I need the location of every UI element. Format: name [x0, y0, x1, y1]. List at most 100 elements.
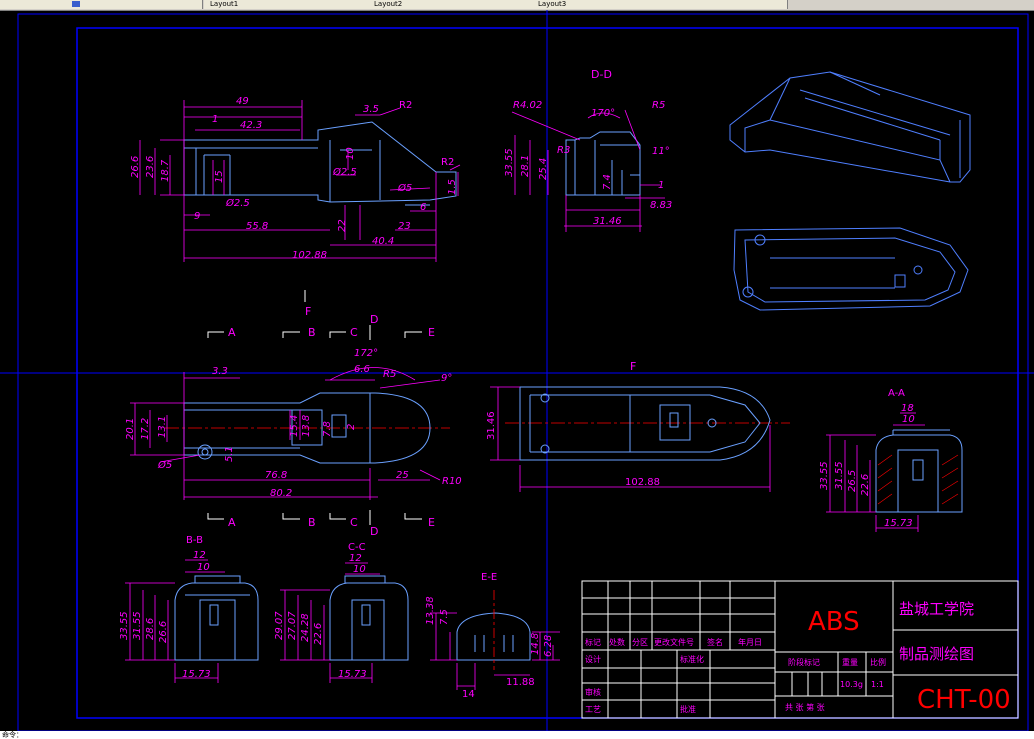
- tb-hdr-sign: 签名: [707, 637, 723, 647]
- dim-1: 1: [212, 114, 218, 125]
- section-mark-a-bottom: A: [228, 516, 236, 529]
- cad-drawing-canvas[interactable]: 49 1 42.3 3.5 R2 26.6 23.6 18.7 15 10 Ø2…: [0, 10, 1034, 731]
- title-drawing-name: 制品测绘图: [899, 645, 974, 663]
- section-mark-e-bottom: E: [428, 516, 435, 529]
- section-markers: [207, 290, 422, 525]
- layout-tab-0[interactable]: [0, 0, 69, 9]
- model-icon: [72, 1, 80, 7]
- top-view-dims: [130, 367, 441, 500]
- dim-r5: R5: [652, 100, 665, 111]
- dim-33-55-aa: 33.55: [819, 461, 830, 490]
- view-title-aa: A-A: [888, 388, 905, 399]
- dim-r4-02: R4.02: [513, 100, 542, 111]
- dim-7-5: 7.5: [439, 609, 450, 625]
- dim-9-deg: 9°: [441, 373, 452, 384]
- dim-31-55-aa: 31.55: [834, 461, 845, 490]
- dim-11-88: 11.88: [506, 677, 535, 688]
- aa-dims: [826, 412, 925, 532]
- dim-13-38: 13.38: [425, 596, 436, 625]
- layout-tab-layout1[interactable]: Layout1: [204, 0, 371, 9]
- aa-section: [875, 429, 963, 513]
- dim-80-2: 80.2: [270, 488, 292, 499]
- dim-31-46-f: 31.46: [486, 411, 497, 440]
- dim-33-55-bb: 33.55: [119, 611, 130, 640]
- dim-102-88-f: 102.88: [625, 477, 660, 488]
- tb-design: 设计: [585, 654, 601, 664]
- dim-5-1: 5.1: [224, 446, 235, 462]
- tb-hdr-count: 处数: [609, 637, 625, 647]
- dim-31-55-bb: 31.55: [132, 611, 143, 640]
- dim-10-cc: 10: [353, 564, 366, 575]
- section-mark-a-top: A: [228, 326, 236, 339]
- dim-18-7: 18.7: [160, 159, 171, 182]
- dim-1-b: 1: [658, 180, 664, 191]
- dim-12-bb: 12: [193, 550, 206, 561]
- dim-18: 18: [901, 403, 914, 414]
- dim-31-46: 31.46: [593, 216, 622, 227]
- layout-tab-layout2[interactable]: Layout2: [368, 0, 535, 9]
- view-title-bb: B-B: [186, 535, 203, 546]
- dim-phi-2-5: Ø2.5: [225, 197, 250, 209]
- dim-3-5: 3.5: [363, 104, 379, 115]
- layout-tab-4[interactable]: [661, 0, 788, 9]
- tb-hdr-zone: 分区: [632, 638, 648, 647]
- dim-102-88: 102.88: [292, 250, 327, 261]
- dim-55-8: 55.8: [246, 221, 268, 232]
- dim-7-8: 7.8: [322, 421, 333, 437]
- dim-10-bb: 10: [197, 562, 210, 573]
- dim-27-07: 27.07: [287, 611, 298, 640]
- dim-76-8: 76.8: [265, 470, 287, 481]
- dim-3-3: 3.3: [212, 366, 228, 377]
- dim-40-4: 40.4: [372, 236, 394, 247]
- dim-r2-b: R2: [441, 157, 454, 168]
- cc-section: [329, 575, 409, 661]
- drawing-frame: [76, 27, 1019, 719]
- dim-10-aa: 10: [902, 414, 915, 425]
- dim-23: 23: [398, 221, 411, 232]
- dim-phi-5: Ø5: [397, 182, 412, 194]
- view-title-ee: E-E: [481, 572, 497, 583]
- tb-process: 工艺: [585, 705, 601, 714]
- bb-section: [174, 575, 259, 661]
- view-title-dd: D-D: [591, 68, 612, 81]
- dim-15-4: 15.4: [289, 415, 300, 437]
- dim-28-1: 28.1: [520, 155, 531, 177]
- section-mark-c-bottom: C: [350, 516, 358, 529]
- dim-22: 22: [337, 219, 348, 232]
- tb-approve: 批准: [680, 704, 696, 714]
- dim-r5-b: R5: [383, 369, 396, 380]
- ee-section: [456, 612, 531, 661]
- dim-r2: R2: [399, 100, 412, 111]
- tb-stage-mark: 阶段标记: [788, 657, 820, 667]
- dd-dims: [511, 109, 665, 232]
- view-title-cc: C-C: [348, 542, 366, 553]
- section-mark-b-bottom: B: [308, 516, 316, 529]
- section-mark-d-bottom: D: [370, 525, 378, 538]
- command-line[interactable]: 命令：: [0, 731, 1034, 739]
- dim-phi-5-b: Ø5: [157, 459, 172, 471]
- dim-14-8: 14.8: [530, 633, 541, 655]
- dim-20-1: 20.1: [125, 418, 136, 440]
- dim-8-83: 8.83: [650, 200, 672, 211]
- layout-tab-layout3[interactable]: Layout3: [532, 0, 664, 9]
- layout-tab-bar: Layout1 Layout2 Layout3: [0, 0, 1034, 11]
- f-view-dims: [490, 386, 771, 492]
- tb-weight: 重量: [842, 657, 858, 667]
- dim-22-6-cc: 22.6: [313, 623, 324, 645]
- dim-49: 49: [236, 96, 249, 107]
- dim-6: 6: [420, 202, 426, 213]
- dim-r10: R10: [442, 476, 462, 487]
- layout-tab-model[interactable]: [66, 0, 203, 9]
- tb-hdr-date: 年月日: [738, 637, 762, 647]
- dim-2: 2: [346, 424, 357, 430]
- dim-13-8: 13.8: [301, 415, 312, 437]
- section-mark-e-top: E: [428, 326, 435, 339]
- section-mark-b-top: B: [308, 326, 316, 339]
- view-title-f: F: [630, 360, 636, 373]
- tb-hdr-mark: 标记: [585, 637, 601, 647]
- dim-9: 9: [194, 211, 200, 222]
- dim-25-4: 25.4: [538, 158, 549, 180]
- dim-15: 15: [214, 170, 225, 183]
- title-material: ABS: [808, 607, 860, 637]
- tb-hdr-docno: 更改文件号: [654, 637, 694, 647]
